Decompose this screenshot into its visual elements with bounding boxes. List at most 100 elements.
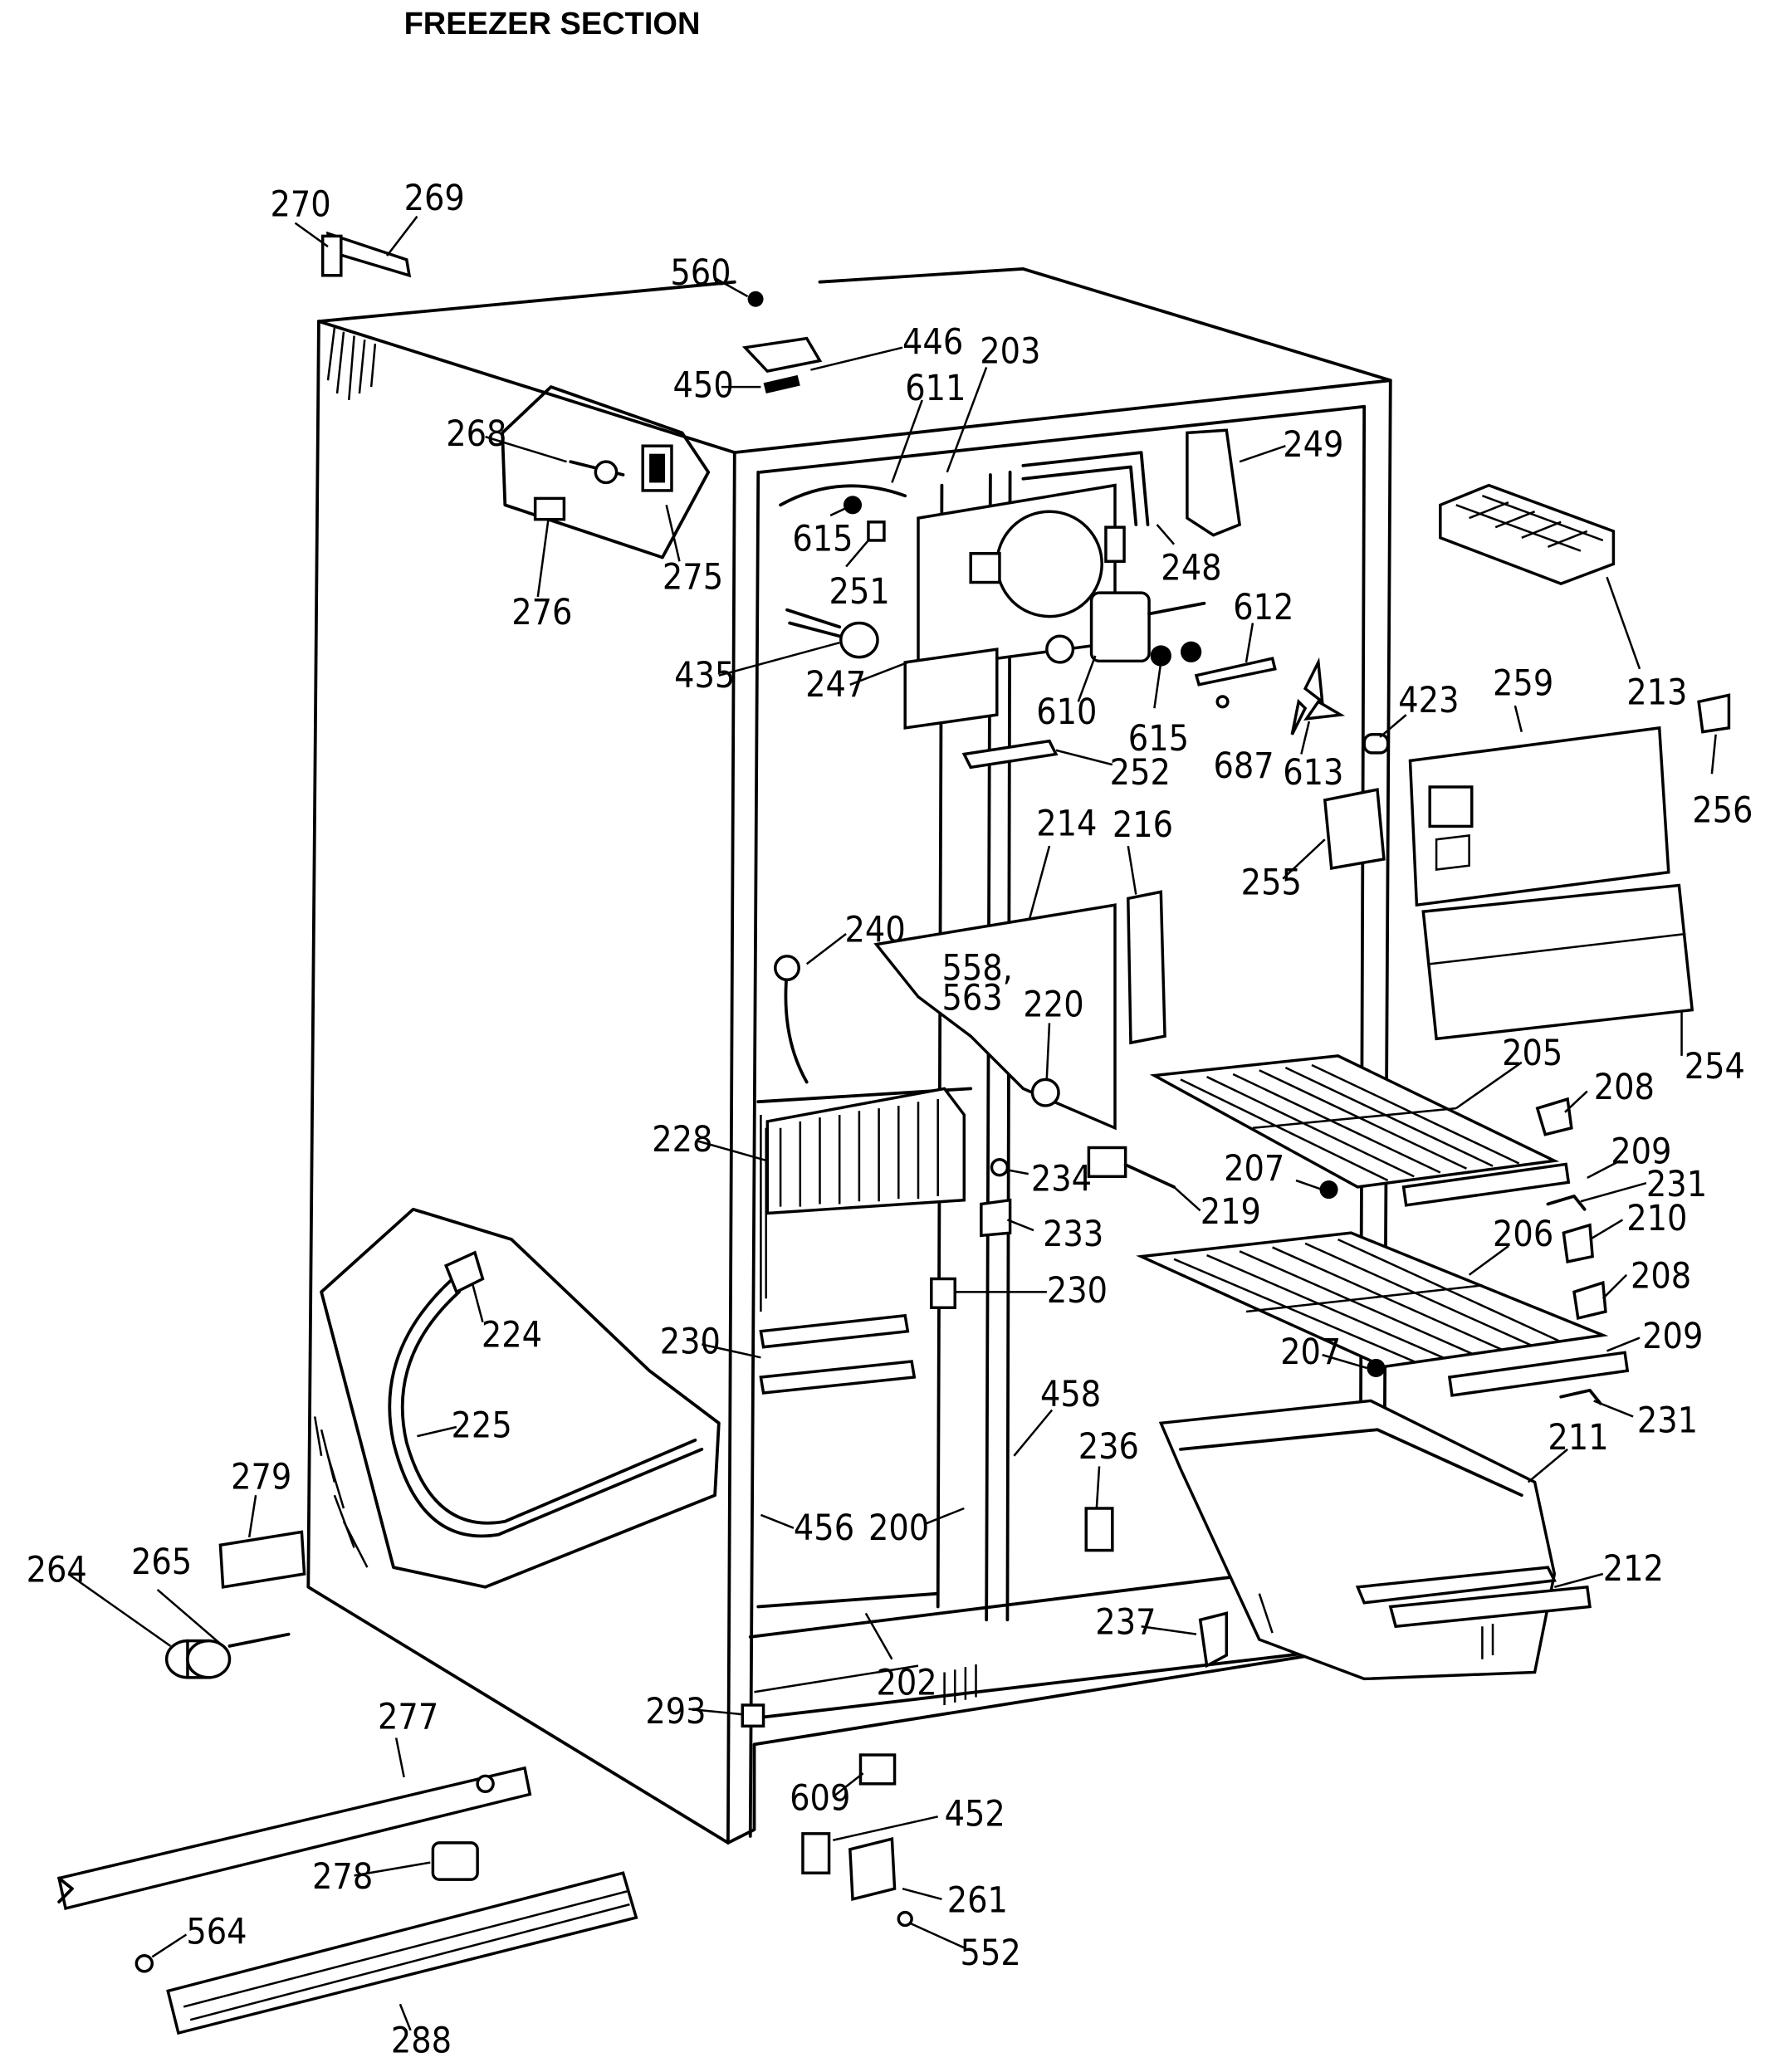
rail-icon <box>759 1313 910 1349</box>
evaporator-coil <box>765 1087 966 1215</box>
lens-cover-icon <box>1323 788 1386 870</box>
label-450: 450 <box>673 365 734 407</box>
label-254: 254 <box>1685 1046 1745 1087</box>
clip-icon <box>1546 1195 1587 1211</box>
label-219: 219 <box>1201 1191 1261 1233</box>
label-278: 278 <box>312 1856 373 1898</box>
label-288: 288 <box>391 2021 452 2062</box>
label-264: 264 <box>27 1549 87 1591</box>
label-203: 203 <box>980 331 1040 373</box>
wire-shelf-icon <box>1136 1231 1609 1369</box>
lamp-socket-icon <box>1362 733 1390 755</box>
connector-icon <box>533 496 566 521</box>
drain-fitting-icon <box>443 1250 485 1294</box>
channel-icon <box>1127 890 1166 1045</box>
label-446: 446 <box>902 322 963 364</box>
clip-icon <box>1559 1388 1602 1405</box>
ice-tray-icon <box>1439 483 1616 585</box>
bracket-icon <box>779 484 907 507</box>
air-duct-cover <box>873 903 1117 1131</box>
shelf-support-icon <box>1572 1280 1607 1321</box>
label-458: 458 <box>1040 1374 1101 1415</box>
label-611: 611 <box>905 368 966 409</box>
freezer-basket-icon <box>1158 1399 1592 1681</box>
shim-icon <box>801 1832 831 1874</box>
label-237: 237 <box>1095 1602 1156 1644</box>
label-563: 563 <box>941 978 1002 1019</box>
clip-icon <box>980 1198 1012 1238</box>
drain-tube-callout <box>320 1207 721 1589</box>
label-268: 268 <box>446 413 506 455</box>
label-207a: 207 <box>1224 1148 1284 1190</box>
fan-blade-icon <box>1290 657 1346 735</box>
label-202: 202 <box>876 1662 936 1703</box>
label-247: 247 <box>805 664 866 706</box>
screw-icon <box>747 291 764 307</box>
label-275: 275 <box>663 556 723 598</box>
label-270: 270 <box>270 184 330 226</box>
label-435: 435 <box>674 655 735 696</box>
guide-icon <box>961 739 1059 770</box>
label-613: 613 <box>1283 752 1343 794</box>
rail-icon <box>759 1360 917 1395</box>
evaporator-cover <box>903 483 1126 730</box>
hinge-icon <box>848 1836 897 1902</box>
label-206: 206 <box>1493 1214 1553 1255</box>
label-208b: 208 <box>1631 1256 1691 1297</box>
thermostat-icon <box>1087 1146 1176 1189</box>
label-214: 214 <box>1036 803 1097 844</box>
bracket-icon <box>763 374 800 393</box>
screw-icon <box>897 1910 913 1928</box>
toe-grille <box>166 1871 638 2035</box>
label-456: 456 <box>794 1508 854 1549</box>
shelf-support-icon <box>1562 1223 1594 1264</box>
label-200: 200 <box>868 1508 929 1549</box>
label-564: 564 <box>186 1912 247 1953</box>
shelf-rail-icon <box>1401 1162 1571 1207</box>
label-211: 211 <box>1548 1417 1608 1459</box>
label-687: 687 <box>1213 745 1274 787</box>
label-615b: 615 <box>1128 718 1189 760</box>
hinge-icon <box>1084 1507 1114 1552</box>
leveler-icon <box>431 1841 479 1881</box>
label-216: 216 <box>1112 804 1173 846</box>
shelf-support-icon <box>1535 1097 1573 1136</box>
lamp-socket-icon <box>785 608 879 659</box>
part-labels: 270 269 560 446 203 450 611 268 249 615 … <box>27 178 1753 2062</box>
hinge-icon <box>1697 693 1731 734</box>
wire-shelf-icon <box>1149 1054 1560 1189</box>
screw-icon <box>1215 695 1230 709</box>
label-209b: 209 <box>1642 1316 1703 1357</box>
bracket-icon <box>1186 428 1242 537</box>
label-240: 240 <box>845 909 906 950</box>
fan-motor <box>1045 591 1206 664</box>
label-234: 234 <box>1031 1159 1092 1200</box>
label-293: 293 <box>645 1691 706 1732</box>
bracket-icon <box>741 336 823 374</box>
tube-icon <box>320 234 343 277</box>
label-208a: 208 <box>1594 1067 1655 1108</box>
label-269: 269 <box>404 178 465 219</box>
shelf-panel <box>1408 726 1670 907</box>
toe-plate-support <box>57 1766 532 1911</box>
label-251: 251 <box>829 571 890 613</box>
control-panel-callout <box>501 385 711 560</box>
leader-lines <box>67 215 1717 2031</box>
clip-icon <box>741 1703 765 1728</box>
label-225: 225 <box>452 1405 512 1447</box>
label-236: 236 <box>1078 1426 1139 1468</box>
label-212: 212 <box>1603 1548 1664 1590</box>
label-207b: 207 <box>1280 1332 1341 1373</box>
axle-icon <box>227 1632 291 1648</box>
label-609: 609 <box>790 1777 850 1819</box>
label-209a: 209 <box>1611 1131 1671 1172</box>
label-252: 252 <box>1110 752 1171 794</box>
label-615a: 615 <box>792 519 853 560</box>
hinge-icon <box>1198 1611 1229 1669</box>
label-231a: 231 <box>1646 1164 1707 1205</box>
bracket-icon <box>1194 657 1277 687</box>
label-255: 255 <box>1241 863 1302 904</box>
label-277: 277 <box>378 1696 438 1737</box>
roller-icon <box>164 1639 232 1679</box>
